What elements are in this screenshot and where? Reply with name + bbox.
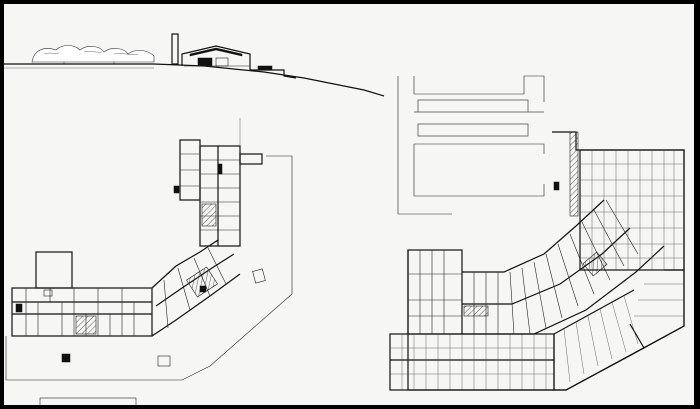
wing-west [11,287,153,337]
wing-southwest [407,249,463,335]
tower [171,33,179,65]
upper-blocks [397,75,545,215]
tree-row [31,45,155,64]
plan-left-marker [173,185,180,194]
wing-curved-center [462,199,665,335]
wing-north [179,139,263,247]
site-boundary-left [5,155,293,381]
wing-east-cells [579,149,685,349]
ground-line [4,63,385,97]
floor-plan-left [5,118,293,381]
drawing-canvas [4,33,685,405]
architectural-drawing-sheet [4,4,694,405]
entrance-pavilion-left [35,251,73,289]
wing-south-cells [389,333,555,391]
wing-corner [151,239,241,337]
service-strip-right [569,131,579,217]
fragment-bottom-left [39,397,137,405]
plan-right-marker [553,181,560,191]
floor-plan-right [389,75,685,391]
section-building [181,45,297,79]
site-section [4,33,385,97]
wing-diagonal-cells [553,289,645,391]
